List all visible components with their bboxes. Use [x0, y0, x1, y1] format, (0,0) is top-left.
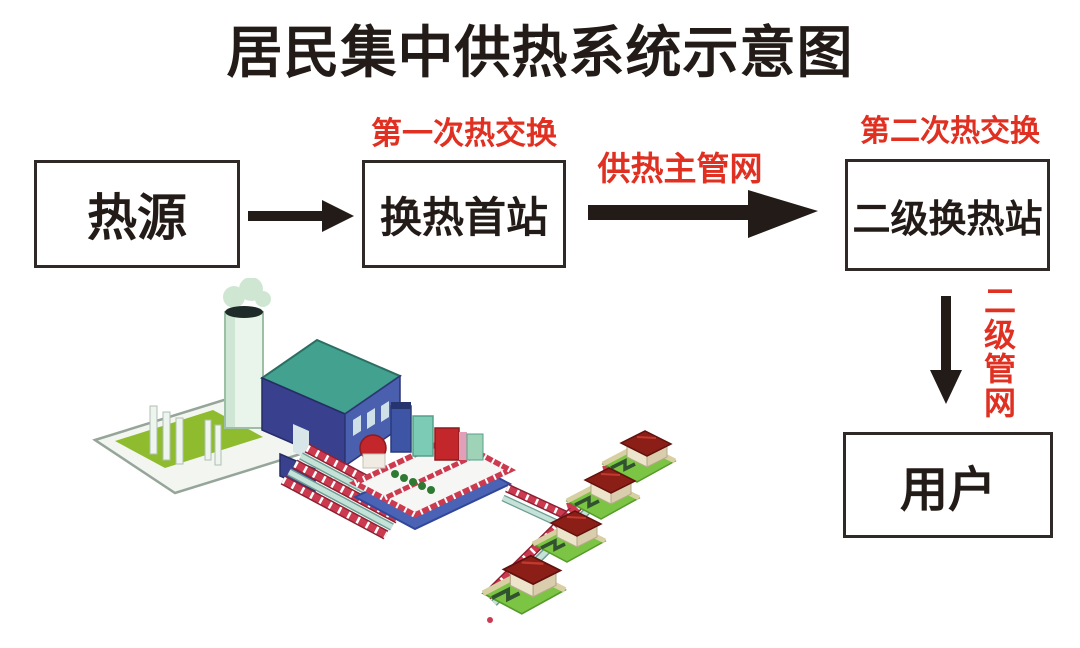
node-heat-source: 热源	[34, 160, 240, 268]
heating-plant-icon	[92, 278, 403, 495]
residential-house-icon	[483, 431, 675, 614]
label-first-heat-exchange: 第一次热交换	[371, 116, 557, 151]
node-first-exchange-station: 换热首站	[362, 160, 566, 268]
arrow-right-thick-icon	[588, 190, 818, 238]
arrow-down-icon	[930, 296, 962, 404]
node-heat-source-label: 热源	[87, 190, 187, 246]
node-users: 用户	[843, 432, 1053, 538]
diagram-title: 居民集中供热系统示意图	[226, 23, 854, 85]
node-secondary-exchange-station-label: 二级换热站	[852, 198, 1043, 241]
node-secondary-exchange-station: 二级换热站	[845, 159, 1050, 271]
arrow-right-icon	[248, 200, 354, 232]
chimney-icon	[224, 306, 264, 429]
smoke-icon	[223, 278, 271, 308]
heating-system-illustration	[92, 278, 715, 623]
node-users-label: 用户	[899, 464, 996, 517]
exchange-station-block-icon	[348, 402, 517, 531]
node-first-exchange-station-label: 换热首站	[379, 195, 548, 242]
label-second-heat-exchange: 第二次热交换	[860, 115, 1040, 148]
label-main-heating-network: 供热主管网	[597, 152, 763, 188]
label-secondary-network: 二级管网	[980, 284, 1016, 420]
